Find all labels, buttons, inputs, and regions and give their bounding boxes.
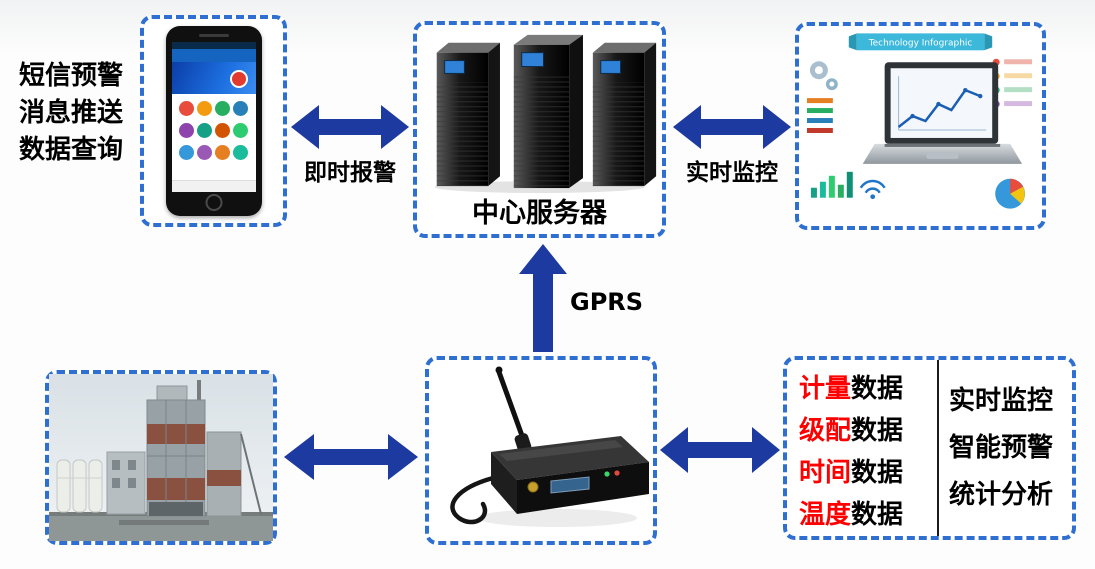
alarm-arrow-label: 即时报警 [304, 160, 396, 186]
features-column: 实时监控 智能预警 统计分析 [939, 360, 1072, 536]
phone-home-button [205, 194, 222, 211]
monitor-panel: Technology Infographic [795, 22, 1046, 230]
infographic-banner-text: Technology Infographic [868, 38, 973, 48]
data-type-highlight: 级配 [799, 416, 852, 446]
phone-screen [171, 42, 256, 192]
phone-banner [171, 62, 256, 94]
data-type-rest: 数据 [851, 500, 904, 530]
feature-line: 智能预警 [949, 432, 1054, 463]
server-towers-image [434, 34, 657, 193]
phone-functions-line: 数据查询 [18, 135, 123, 165]
modem-panel [425, 356, 657, 545]
app-icon [197, 123, 212, 138]
phone-banner-badge [229, 70, 248, 88]
data-types-column: 计量数据 级配数据 时间数据 温度数据 [787, 360, 939, 536]
data-type-line: 温度数据 [799, 494, 937, 536]
app-icon [215, 101, 230, 116]
phone-speaker [198, 34, 229, 37]
app-icon [215, 123, 230, 138]
monitor-arrow-label: 实时监控 [686, 160, 778, 186]
data-panel: 计量数据 级配数据 时间数据 温度数据 实时监控 智能预警 统计分析 [783, 356, 1076, 540]
phone-statusbar [171, 42, 256, 49]
smartphone-panel [140, 15, 287, 227]
phone-app-grid [171, 94, 256, 180]
arrow-modem-data [660, 427, 780, 473]
arrow-phone-server [291, 105, 409, 149]
gprs-modem-image [450, 366, 649, 527]
arrow-server-laptop [673, 105, 791, 149]
app-icon [197, 145, 212, 160]
data-type-highlight: 温度 [799, 500, 852, 530]
data-type-rest: 数据 [851, 374, 904, 404]
phone-functions-label: 短信预警 消息推送 数据查询 [4, 58, 138, 169]
phone-functions-line: 短信预警 [18, 61, 123, 91]
phone-navbar [171, 49, 256, 62]
server-label: 中心服务器 [472, 198, 607, 229]
data-type-rest: 数据 [851, 416, 904, 446]
plant-panel [45, 370, 277, 545]
feature-line: 统计分析 [949, 479, 1054, 510]
phone-tabbar [171, 180, 256, 192]
app-icon [233, 145, 248, 160]
arrow-gprs-up [519, 244, 567, 352]
laptop-infographic-image: Technology Infographic [806, 33, 1033, 209]
data-type-line: 级配数据 [799, 410, 937, 452]
app-icon [233, 101, 248, 116]
server-panel: 中心服务器 [413, 21, 666, 238]
data-type-line: 时间数据 [799, 452, 937, 494]
app-icon [215, 145, 230, 160]
data-type-highlight: 计量 [799, 374, 852, 404]
mixing-plant-image [49, 374, 273, 541]
phone-functions-line: 消息推送 [18, 98, 123, 128]
data-type-rest: 数据 [851, 458, 904, 488]
data-type-line: 计量数据 [799, 368, 937, 410]
smartphone-image [165, 26, 262, 216]
arrow-plant-modem [284, 434, 418, 480]
app-icon [197, 101, 212, 116]
feature-line: 实时监控 [949, 385, 1054, 416]
app-icon [179, 145, 194, 160]
app-icon [179, 123, 194, 138]
app-icon [179, 101, 194, 116]
app-icon [233, 123, 248, 138]
data-type-highlight: 时间 [799, 458, 852, 488]
gprs-arrow-label: GPRS [570, 288, 644, 316]
